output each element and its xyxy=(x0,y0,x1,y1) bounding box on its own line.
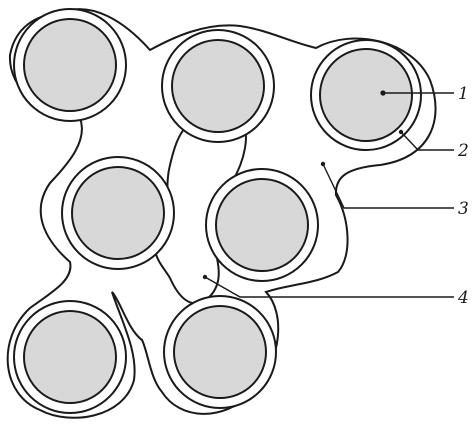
grain-texture-spot xyxy=(73,168,163,258)
callout-point-2 xyxy=(399,130,403,134)
callout-label-3: 3 xyxy=(458,199,469,219)
grain-texture-spot xyxy=(217,180,307,270)
grain-texture-spot xyxy=(321,50,411,140)
grain-texture-spot xyxy=(173,41,263,131)
callout-point-4 xyxy=(203,275,207,279)
grain-texture-spot xyxy=(175,307,265,397)
callout-point-1 xyxy=(380,90,385,95)
grain-texture-spot xyxy=(25,312,115,402)
grain-texture-spot xyxy=(25,20,115,110)
callout-label-2: 2 xyxy=(457,141,469,161)
callout-point-3 xyxy=(321,162,325,166)
callout-label-1: 1 xyxy=(458,84,469,104)
callout-label-4: 4 xyxy=(457,288,469,308)
callout-labels: 1 2 3 4 xyxy=(457,84,469,308)
